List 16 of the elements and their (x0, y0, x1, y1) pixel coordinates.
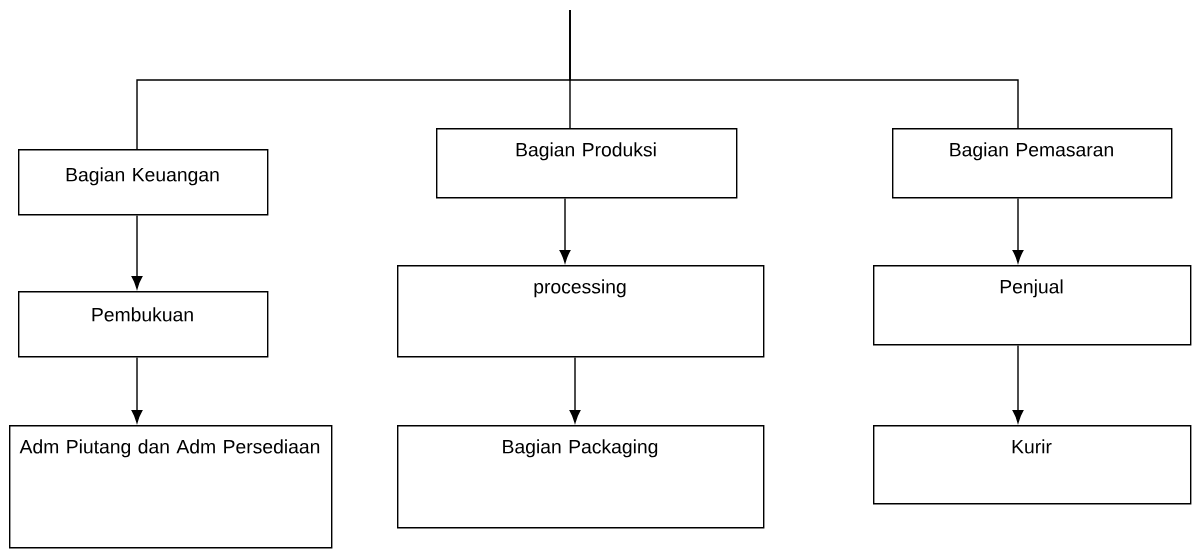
org-box: Bagian Packaging (397, 425, 765, 529)
org-box: Kurir (873, 425, 1192, 505)
connector (1012, 197, 1024, 263)
connector (1012, 344, 1024, 423)
org-box: processing (397, 265, 765, 358)
org-box: Penjual (873, 265, 1192, 346)
connector (559, 197, 571, 263)
connector (569, 9, 1019, 129)
org-box: Bagian Keuangan (18, 149, 269, 216)
org-box: Bagian Produksi (436, 128, 738, 199)
org-box: Adm Piutang dan Adm Persediaan (9, 425, 333, 549)
org-box: Bagian Pemasaran (892, 128, 1173, 199)
org-box: Pembukuan (18, 291, 269, 358)
connector (131, 356, 143, 423)
connector (569, 356, 581, 423)
connector (131, 214, 143, 289)
